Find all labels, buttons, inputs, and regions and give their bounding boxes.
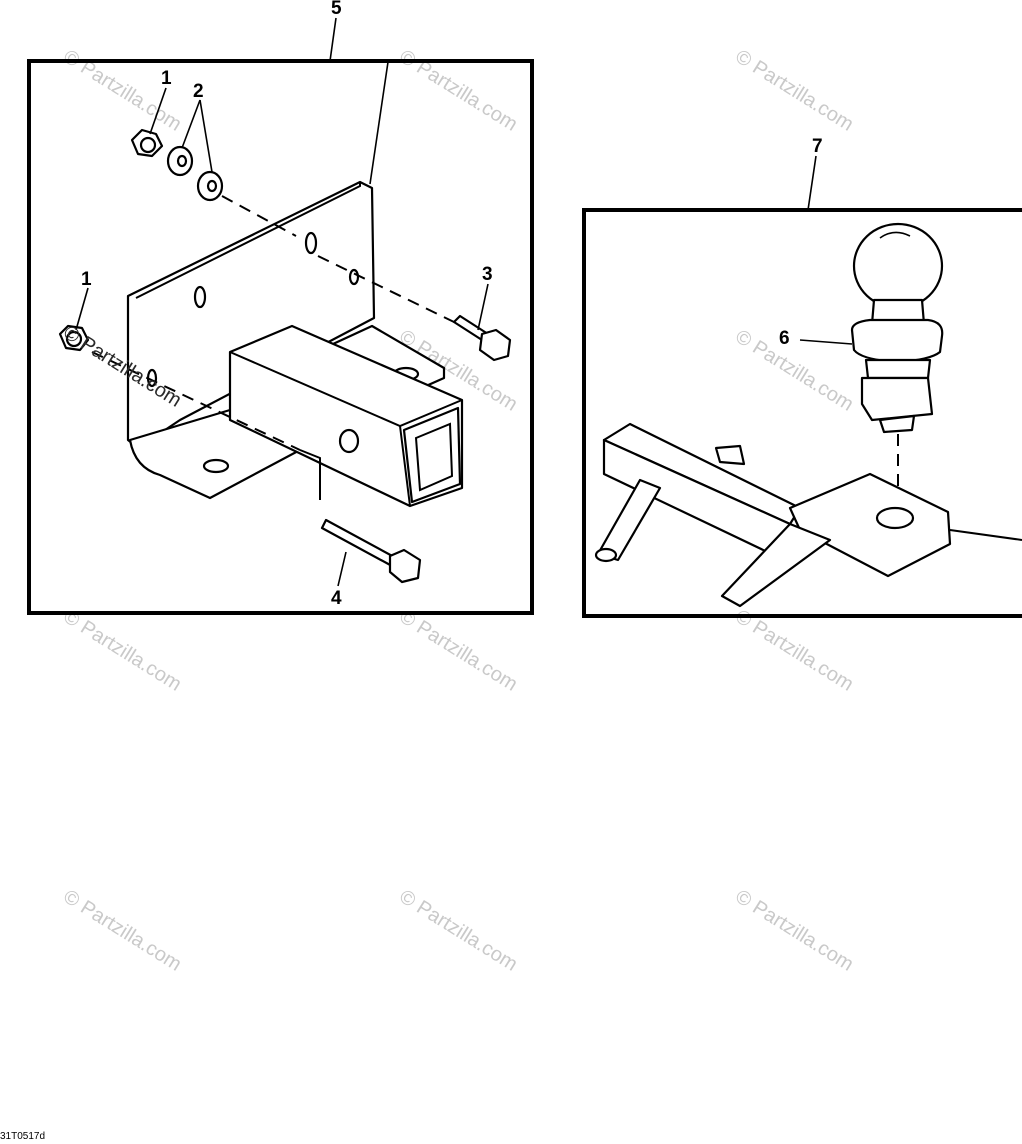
watermark: © Partzilla.com: [395, 606, 521, 696]
callout-1: 1: [161, 68, 172, 89]
flange-hole: [202, 458, 230, 474]
assembly-line: [317, 255, 455, 323]
callout-4: 4: [331, 588, 342, 609]
callout-7: 7: [812, 136, 823, 157]
washer: [196, 170, 224, 202]
receiver-tube-edge: [399, 425, 411, 507]
figure-id: 31T0517d: [0, 1131, 46, 1142]
watermark: © Partzilla.com: [395, 886, 521, 976]
callout-3: 3: [482, 264, 493, 285]
receiver-support: [299, 449, 321, 500]
left-panel-frame: [27, 59, 534, 615]
callout-5: 5: [331, 0, 342, 19]
watermark: © Partzilla.com: [731, 606, 857, 696]
drawbar: [594, 422, 1022, 608]
watermark: © Partzilla.com: [731, 326, 857, 416]
flange-nut: [130, 128, 164, 158]
assembly-line: [91, 351, 301, 451]
bracket-plate-edge: [135, 182, 361, 299]
hex-bolt: [320, 518, 422, 584]
callout-leader: [199, 99, 213, 173]
watermark: © Partzilla.com: [59, 606, 185, 696]
watermark: © Partzilla.com: [731, 886, 857, 976]
bracket-slot: [348, 268, 360, 286]
watermark: © Partzilla.com: [59, 886, 185, 976]
bracket-slot: [193, 285, 207, 309]
callout-leader: [329, 17, 337, 62]
callout-leader: [75, 287, 89, 331]
flange-nut: [58, 324, 90, 352]
right-panel-frame: [582, 208, 1022, 618]
callout-leader: [181, 99, 201, 149]
receiver-pin-hole: [338, 428, 360, 454]
callout-2: 2: [193, 81, 204, 102]
callout-leader: [369, 61, 389, 185]
callout-1: 1: [81, 269, 92, 290]
watermark: © Partzilla.com: [731, 46, 857, 136]
hex-bolt: [452, 314, 512, 362]
callout-leader: [149, 87, 167, 135]
receiver-opening-inner: [414, 422, 454, 492]
right-panel: 7 6: [582, 136, 1022, 618]
hitch-ball: [850, 222, 944, 434]
callout-leader: [799, 339, 853, 345]
callout-6: 6: [779, 328, 790, 349]
bracket-slot: [304, 231, 318, 255]
callout-leader: [807, 155, 817, 211]
callout-leader: [337, 551, 347, 587]
assembly-line: [221, 195, 297, 237]
callout-leader: [477, 283, 489, 331]
washer: [166, 145, 194, 177]
